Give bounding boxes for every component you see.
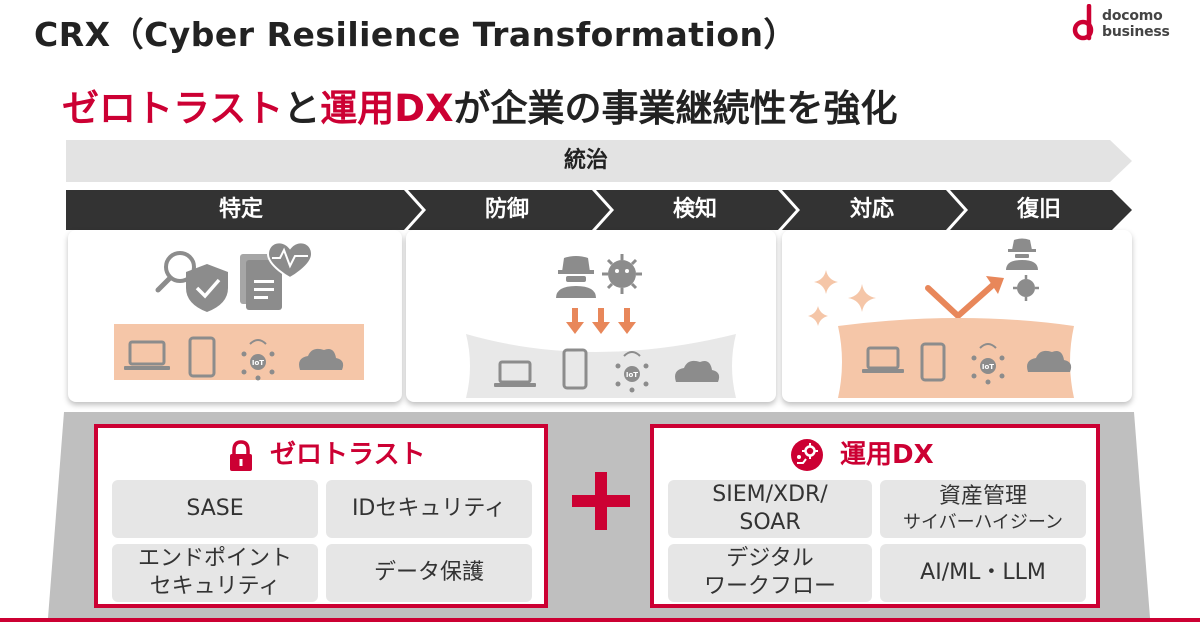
iot-label: IoT: [252, 359, 264, 367]
dx-item-cyber-hygiene-label: サイバーハイジーン: [902, 512, 1064, 533]
dx-item-asset-management: 資産管理 サイバーハイジーン: [880, 480, 1086, 538]
respond-recover-illustration: IoT: [808, 238, 1074, 398]
plus-icon: [572, 472, 630, 530]
iot-hub-icon: IoT: [971, 343, 1005, 385]
ops-dx-title: 運用DX: [840, 440, 934, 470]
headline: ゼロトラストと運用DXが企業の事業継続性を強化: [62, 78, 898, 132]
zt-item-sase-label: SASE: [186, 496, 244, 521]
smartphone-icon: [188, 336, 216, 378]
dx-item-workflow-line1: デジタル: [726, 546, 814, 571]
identify-illustration: IoT: [114, 241, 364, 381]
smartphone-icon: [920, 342, 946, 382]
iot-hub-icon: IoT: [615, 351, 649, 393]
cloud-icon: [675, 360, 720, 382]
logo-text-business: business: [1102, 24, 1170, 40]
dx-item-siem-xdr-soar: SIEM/XDR/ SOAR: [668, 480, 872, 538]
phase-respond: 対応: [849, 197, 894, 222]
identify-panel: IoT: [68, 230, 402, 402]
zt-item-sase: SASE: [112, 480, 318, 538]
ops-dx-header: 運用DX: [654, 438, 1096, 472]
gear-workflow-icon: [791, 439, 823, 471]
hacker-icon: [556, 256, 596, 298]
iot-hub-icon: IoT: [241, 339, 275, 381]
logo-text-docomo: docomo: [1102, 8, 1163, 24]
zt-item-endpoint-security: エンドポイント セキュリティ: [112, 544, 318, 602]
headline-zero-trust: ゼロトラスト: [62, 87, 284, 130]
protected-asset-area: [466, 334, 736, 398]
ops-dx-box: 運用DX SIEM/XDR/ SOAR 資産管理 サイバーハイジーン デジタル …: [650, 424, 1100, 608]
dx-item-workflow-line2: ワークフロー: [703, 574, 836, 599]
attack-arrows: [566, 308, 636, 334]
zt-item-id-security: IDセキュリティ: [326, 480, 532, 538]
respond-recover-panel: IoT: [782, 230, 1132, 402]
sparkle-icon: [808, 270, 876, 326]
dx-item-ai-ml-llm: AI/ML・LLM: [880, 544, 1086, 602]
docomo-business-logo: docomo business: [1068, 4, 1186, 44]
iot-label: IoT: [626, 371, 638, 379]
zt-item-data-protection-label: データ保護: [373, 560, 484, 585]
iot-label: IoT: [982, 363, 994, 371]
phase-protect: 防御: [484, 197, 529, 222]
bottom-accent-line: [0, 618, 1200, 622]
zt-item-endpoint-line2: セキュリティ: [149, 574, 281, 599]
headline-ops-dx: 運用DX: [320, 87, 454, 130]
virus-icon: [1013, 275, 1039, 301]
phase-bar: 特定 防御 検知 対応 復旧: [66, 190, 1134, 230]
zt-item-data-protection: データ保護: [326, 544, 532, 602]
dx-item-asset-management-label: 資産管理: [938, 484, 1027, 509]
smartphone-icon: [562, 348, 588, 390]
phase-chevrons: [66, 190, 1132, 230]
governance-arrow-shape: [66, 140, 1132, 182]
zero-trust-box: ゼロトラスト SASE IDセキュリティ エンドポイント セキュリティ データ保…: [94, 424, 548, 608]
document-heart-icon: [240, 241, 314, 310]
headline-rest: が企業の事業継続性を強化: [453, 87, 898, 130]
cloud-icon: [1027, 350, 1072, 372]
magnifier-shield-icon: [155, 251, 228, 312]
recovery-arrow: [925, 281, 997, 321]
governance-label: 統治: [563, 148, 608, 173]
governance-arrow: 統治: [66, 140, 1134, 182]
protect-detect-panel: IoT: [406, 230, 776, 402]
laptop-icon: [862, 346, 904, 373]
hacker-icon: [1006, 238, 1038, 270]
cloud-icon: [299, 348, 344, 370]
virus-icon: [602, 254, 642, 294]
recovered-asset-area: [838, 318, 1074, 398]
dx-item-ai-ml-llm-label: AI/ML・LLM: [920, 560, 1046, 585]
phase-recover: 復旧: [1016, 197, 1061, 222]
phase-detect: 検知: [672, 197, 717, 222]
dx-item-digital-workflow: デジタル ワークフロー: [668, 544, 872, 602]
zero-trust-title: ゼロトラスト: [270, 440, 426, 470]
laptop-icon: [494, 360, 536, 387]
zero-trust-header: ゼロトラスト: [98, 438, 544, 472]
zt-item-endpoint-line1: エンドポイント: [137, 546, 292, 571]
headline-connector: と: [283, 87, 321, 130]
zt-item-id-security-label: IDセキュリティ: [351, 496, 507, 521]
dx-item-siem-line1: SIEM/XDR/: [712, 482, 828, 507]
protect-detect-illustration: IoT: [466, 254, 736, 398]
laptop-icon: [124, 340, 170, 370]
dx-item-siem-line2: SOAR: [739, 510, 801, 535]
page-title: CRX（Cyber Resilience Transformation）: [34, 15, 798, 54]
docomo-logo-mark-icon: [1072, 4, 1094, 41]
lock-icon: [230, 440, 252, 471]
phase-identify: 特定: [218, 197, 263, 222]
